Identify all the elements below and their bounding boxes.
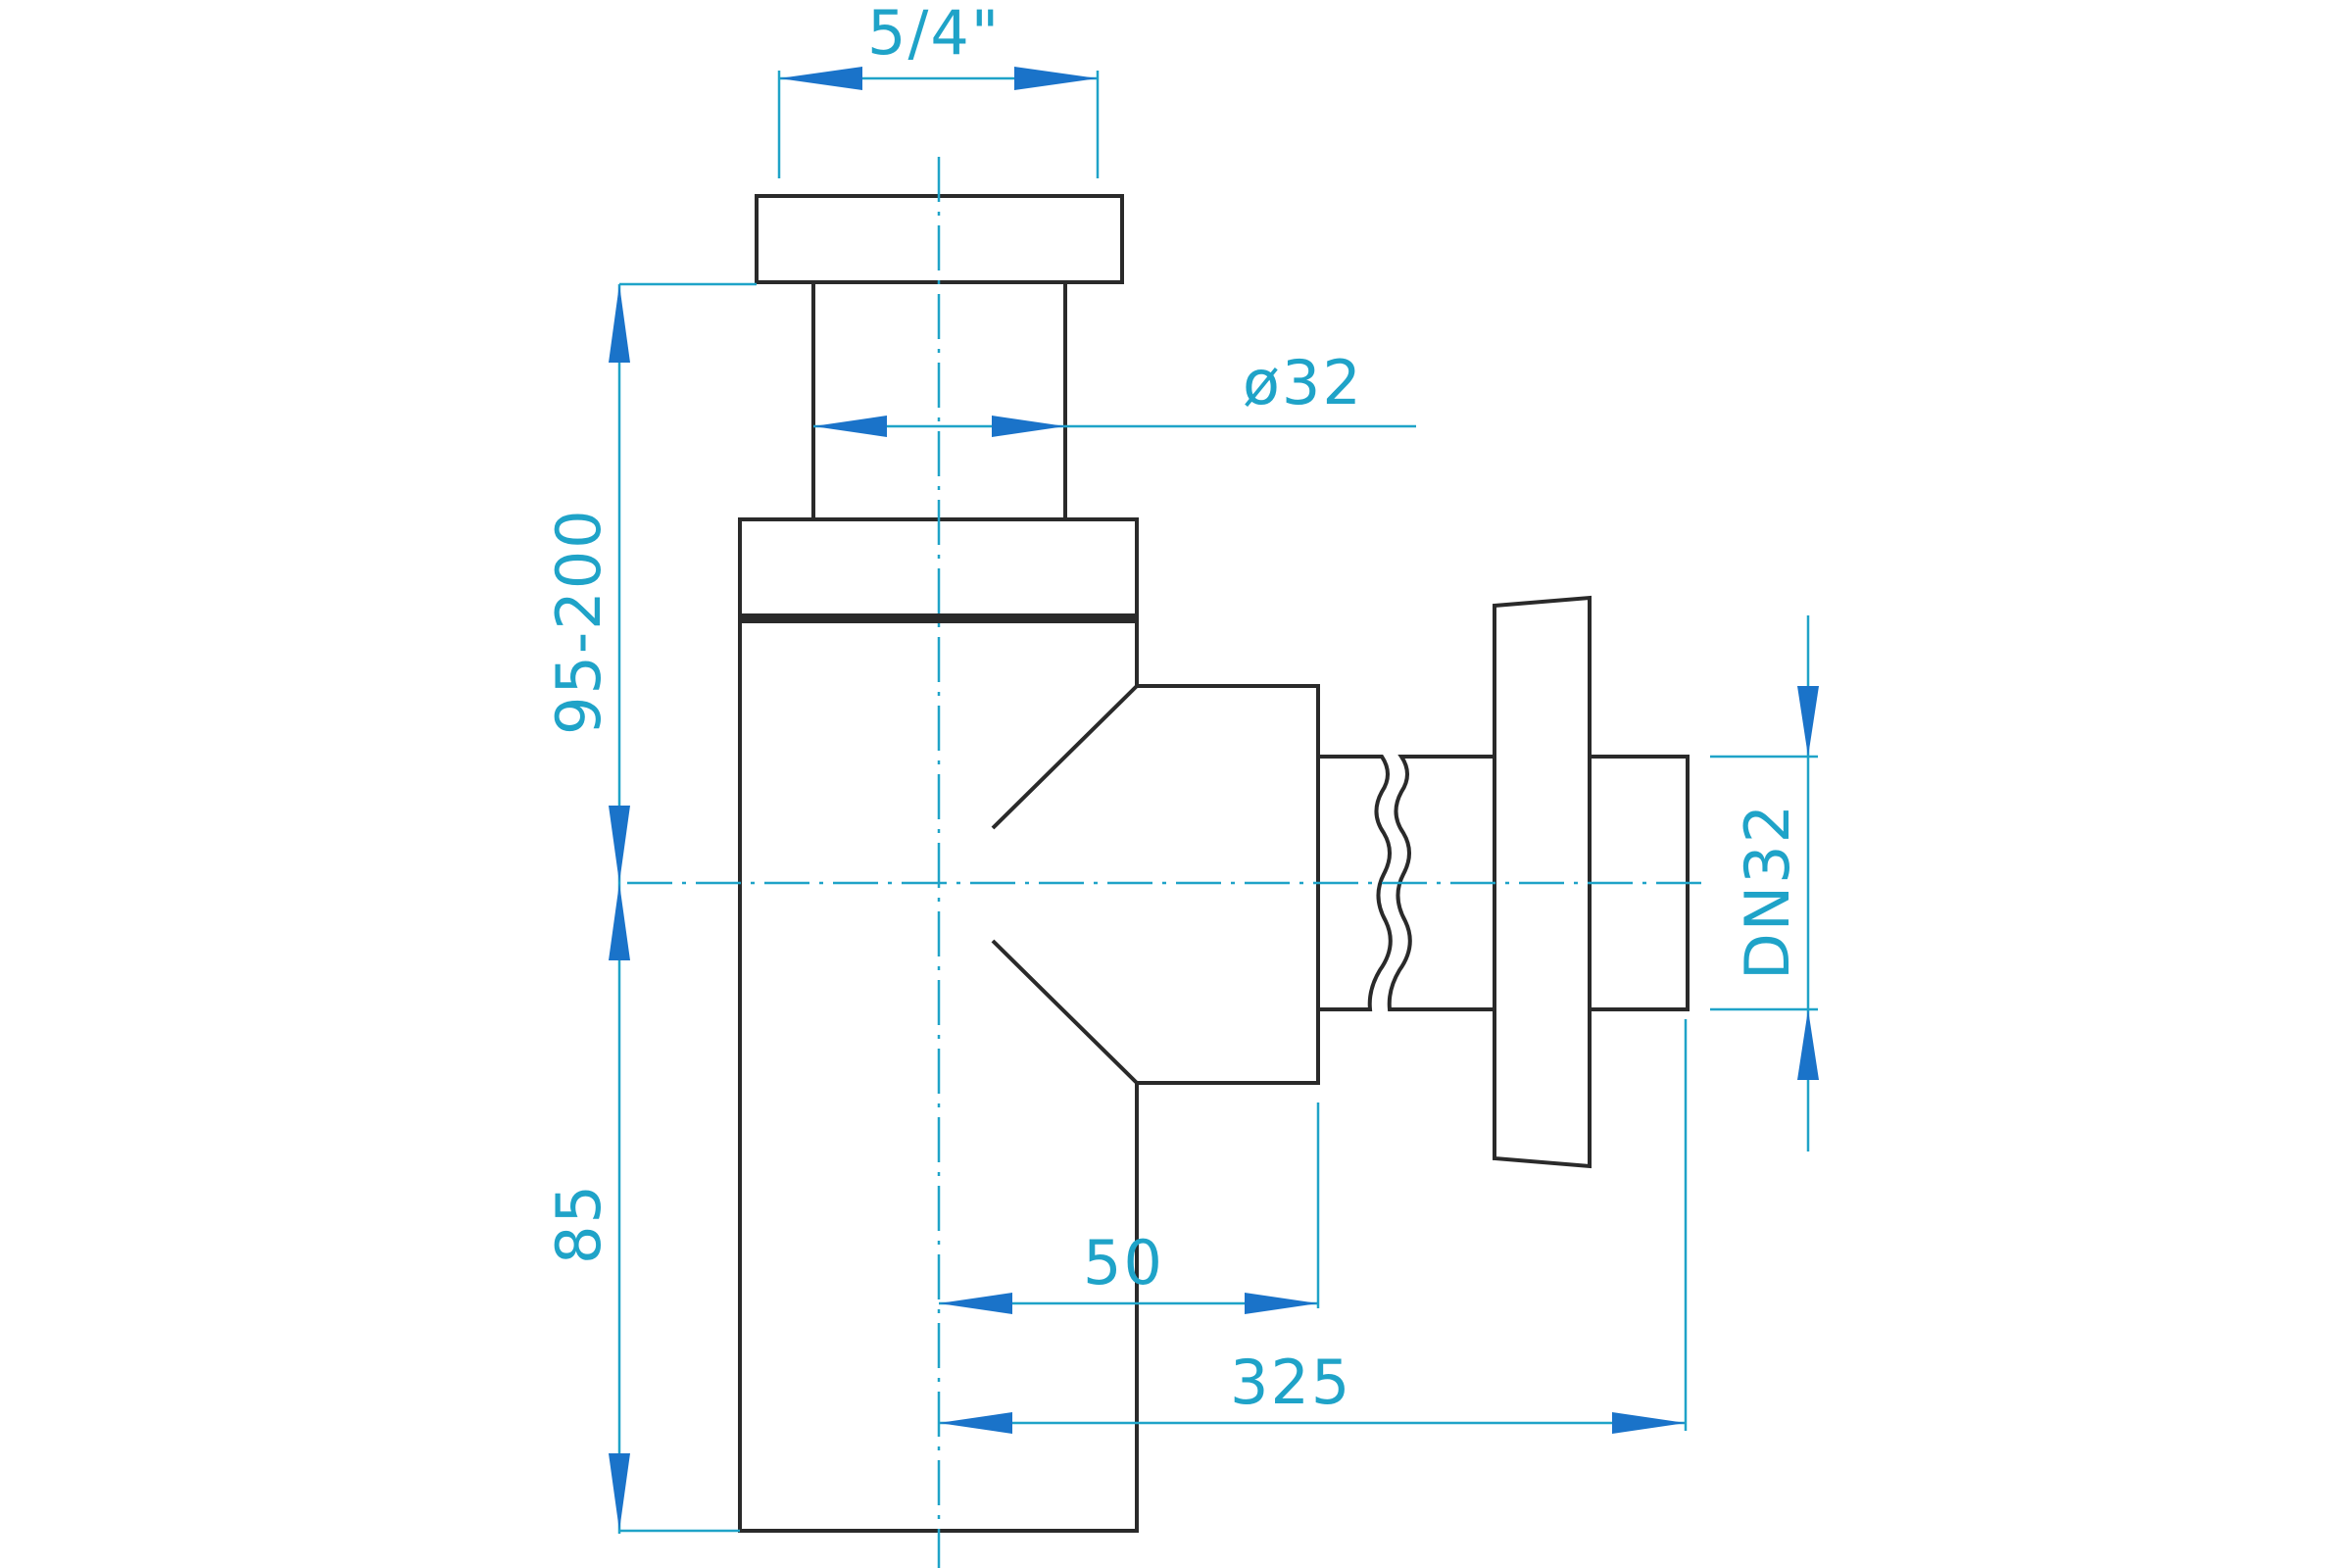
internal-chamfer-top [991,684,1139,830]
dimension-outlet-offset: 50 [939,1102,1320,1314]
wall-rosette [1493,595,1592,1169]
center-lines [627,157,1705,1568]
dimension-inlet-thread: 5/4" [777,0,1100,178]
bottle-body [738,619,1320,1533]
outlet-pipe-right [1387,755,1494,1011]
dimension-total-reach: 325 [939,1019,1688,1434]
outlet-size-label: DN32 [1732,803,1803,980]
lower-height-label: 85 [543,1183,614,1264]
outlet-offset-label: 50 [1083,1227,1164,1298]
dimension-height-range: 95-200 [543,282,757,1534]
inlet-thread-label: 5/4" [867,0,1001,69]
dimension-inlet-diameter: ø32 [813,347,1416,437]
total-reach-label: 325 [1230,1347,1351,1418]
dimension-outlet-size: DN32 [1710,615,1819,1152]
height-range-label: 95-200 [543,508,614,735]
inlet-diameter-label: ø32 [1243,347,1363,418]
outlet-pipe-left [1318,755,1393,1011]
dimension-lower-height: 85 [543,883,740,1533]
trap-outline [738,194,1690,1533]
internal-chamfer-bottom [991,939,1139,1085]
